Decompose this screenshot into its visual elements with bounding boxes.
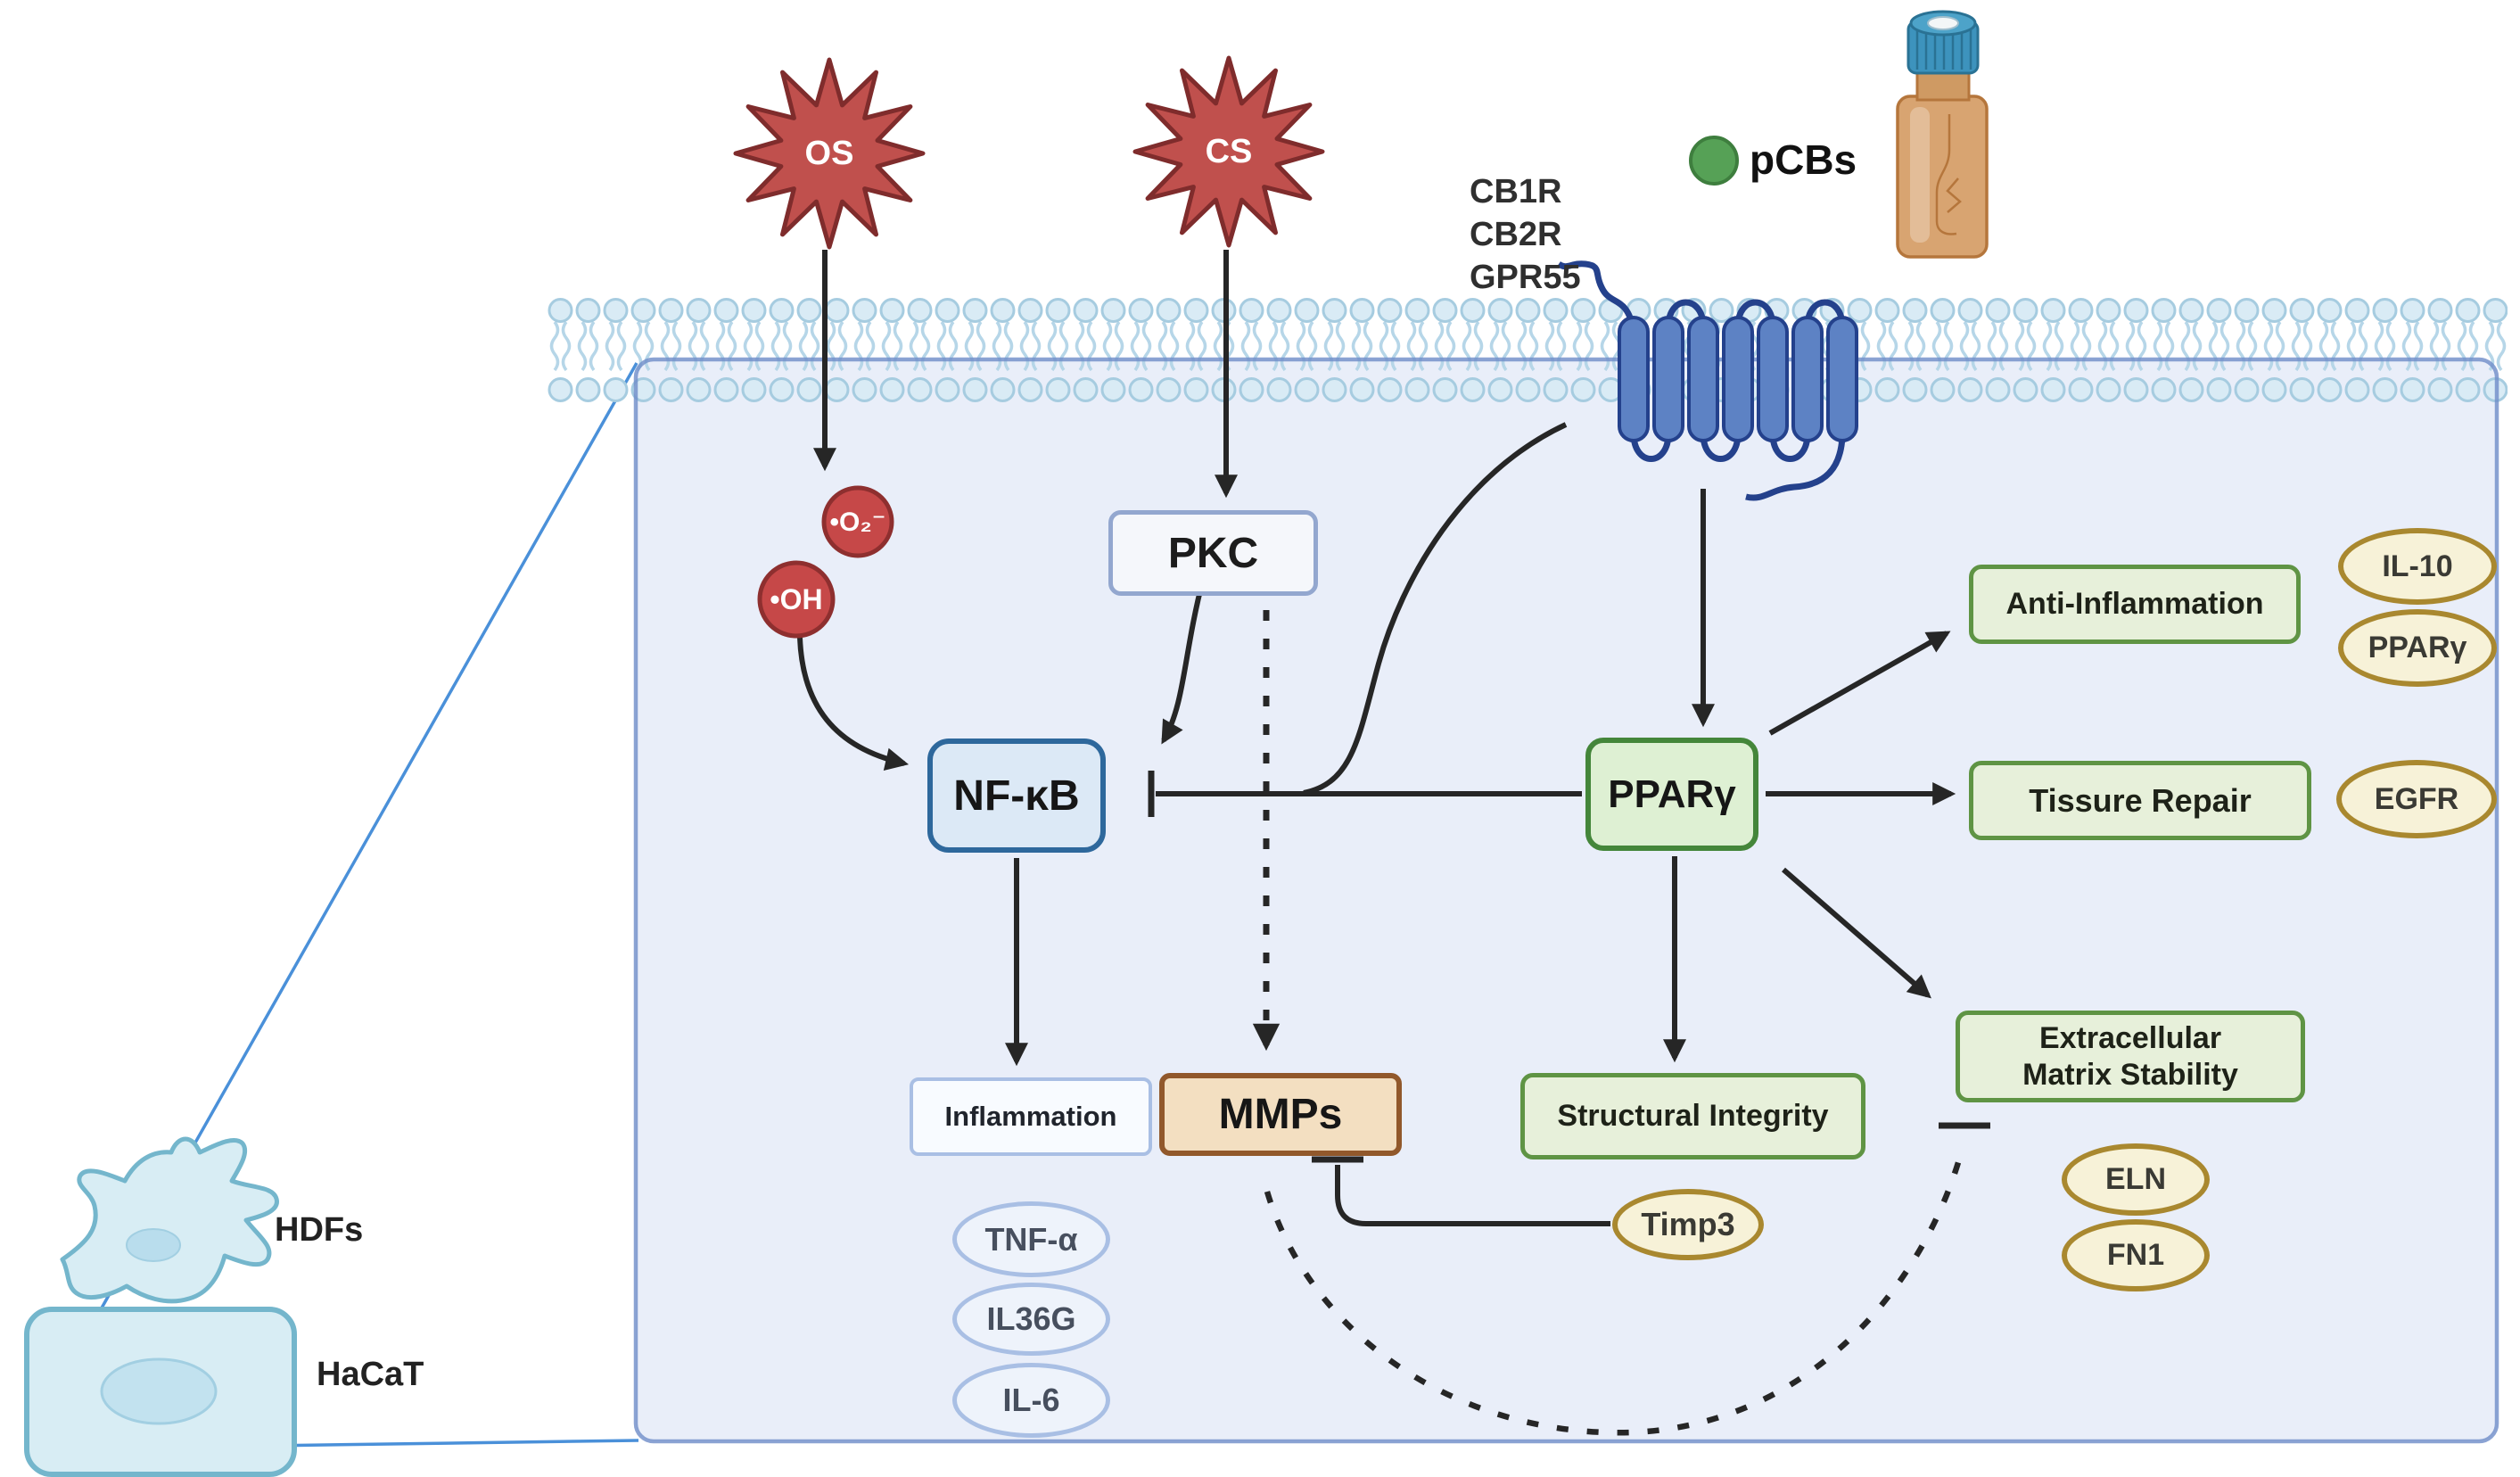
ros-radicals bbox=[757, 485, 894, 639]
pparg-node: PPARγ bbox=[1585, 738, 1758, 851]
hydroxyl-circle bbox=[757, 560, 836, 639]
pathway-arrows bbox=[797, 250, 1990, 1436]
hdf-cell bbox=[60, 1136, 279, 1304]
pparg-oval: PPARγ bbox=[2338, 609, 2497, 687]
cs-label: CS bbox=[1205, 132, 1253, 170]
il6-oval: IL-6 bbox=[952, 1363, 1110, 1438]
timp3-oval: Timp3 bbox=[1612, 1189, 1764, 1260]
starbursts bbox=[733, 55, 1325, 250]
hydroxyl-label: •OH bbox=[770, 582, 823, 615]
arrow-pparg-antiinflammation bbox=[1768, 631, 1951, 736]
cell-interior bbox=[636, 359, 2497, 1441]
arrow-pkc-nfkb bbox=[1161, 579, 1206, 745]
nfkb-node: NF-κB bbox=[927, 738, 1106, 853]
receptor-n-terminus bbox=[1556, 260, 1637, 331]
tnfa-oval: TNF-α bbox=[952, 1201, 1110, 1277]
arrow-pparg-ecm bbox=[1782, 867, 1931, 999]
inhibit-timp3-mmps-line bbox=[1335, 1165, 1610, 1226]
receptor-label-cb1r: CB1R bbox=[1470, 173, 1562, 210]
os-label: OS bbox=[804, 134, 854, 172]
anti-inflammation-node: Anti-Inflammation bbox=[1969, 565, 2301, 644]
dashed-inhibit-mmps-ecm bbox=[1264, 1146, 1966, 1436]
pcbs-dot bbox=[1689, 136, 1739, 186]
receptor-label-gpr55: GPR55 bbox=[1470, 259, 1581, 296]
mmps-node: MMPs bbox=[1159, 1073, 1402, 1156]
receptor-label-cb2r: CB2R bbox=[1470, 216, 1562, 253]
fn1-oval: FN1 bbox=[2062, 1219, 2210, 1291]
hdf-nucleus bbox=[126, 1228, 181, 1262]
cell-border bbox=[633, 357, 2499, 1444]
receptor-c-terminus bbox=[1745, 436, 1846, 501]
gpcr-receptor bbox=[1556, 260, 1858, 501]
hacat-label: HaCaT bbox=[317, 1356, 424, 1393]
plasma-membrane bbox=[547, 297, 2508, 403]
hdfs-label: HDFs bbox=[275, 1211, 364, 1249]
vial-illustration bbox=[1896, 10, 1989, 259]
superoxide-label: •O₂⁻ bbox=[829, 507, 886, 537]
inflammation-node: Inflammation bbox=[910, 1077, 1152, 1156]
cs-starburst bbox=[1132, 55, 1325, 248]
ecm-stability-node: Extracellular Matrix Stability bbox=[1956, 1011, 2305, 1102]
tissue-repair-node: Tissure Repair bbox=[1969, 761, 2311, 840]
superoxide-circle bbox=[821, 485, 894, 558]
hacat-cell bbox=[24, 1307, 297, 1477]
il36g-oval: IL36G bbox=[952, 1283, 1110, 1356]
arrow-oh-nfkb bbox=[797, 637, 910, 772]
receptor-signal-curve bbox=[1303, 422, 1568, 796]
hacat-nucleus bbox=[100, 1357, 218, 1425]
structural-integrity-node: Structural Integrity bbox=[1520, 1073, 1865, 1159]
pkc-node: PKC bbox=[1108, 510, 1318, 596]
egfr-oval: EGFR bbox=[2336, 760, 2497, 838]
pcbs-label: pCBs bbox=[1750, 136, 1857, 183]
eln-oval: ELN bbox=[2062, 1143, 2210, 1216]
os-starburst bbox=[733, 57, 926, 250]
il10-oval: IL-10 bbox=[2338, 528, 2497, 605]
